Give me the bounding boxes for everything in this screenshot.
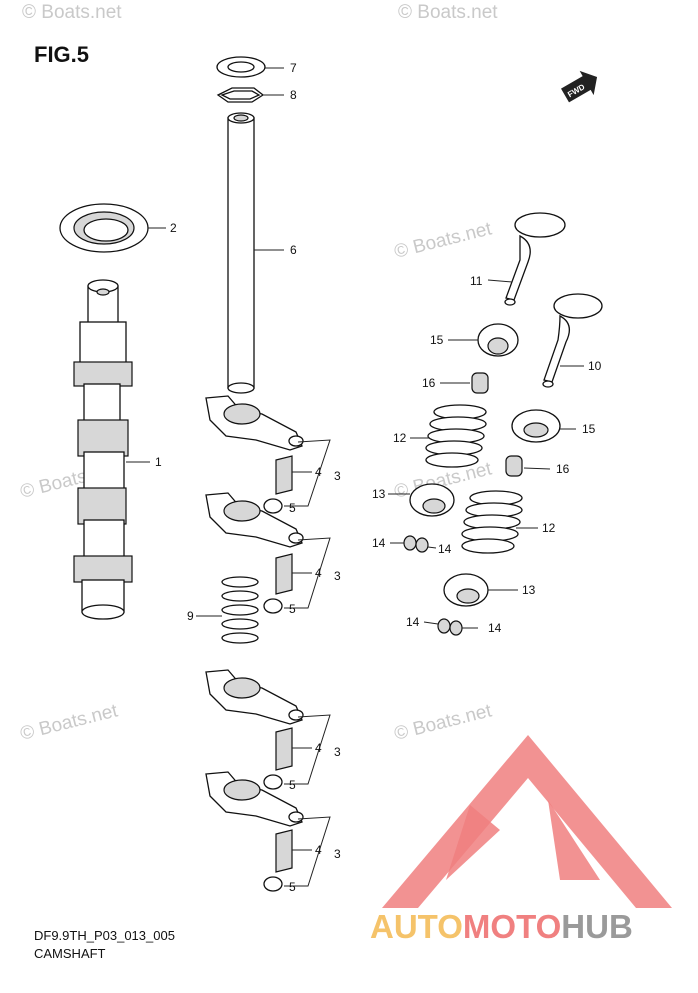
part-13-spring-seat (409, 483, 455, 517)
rocker-arm-assembly-4 (205, 771, 304, 892)
callout-11: 11 (470, 274, 483, 288)
logo-triangle-outer (382, 735, 672, 908)
logo-text-auto: AUTO (370, 908, 463, 945)
callout-9: 9 (187, 609, 194, 623)
part-6-rocker-shaft (227, 112, 255, 394)
callout-6: 6 (290, 243, 297, 257)
callout-3: 3 (334, 569, 341, 583)
part-15-retainer (477, 323, 519, 357)
rocker-arm-assembly-3 (205, 669, 304, 790)
part-13-spring-seat (443, 573, 489, 607)
callout-12: 12 (393, 431, 407, 445)
drawing-code: DF9.9TH_P03_013_005 (34, 928, 175, 943)
figure-title: FIG.5 (34, 42, 90, 67)
leader-lines (126, 67, 584, 887)
callout-12: 12 (542, 521, 556, 535)
part-2-oil-seal (59, 203, 149, 253)
callout-4: 4 (315, 843, 322, 857)
part-10-valve (542, 293, 603, 388)
callout-5: 5 (289, 602, 296, 616)
part-9-spring (221, 576, 259, 644)
part-16-valve-stem-seal (471, 372, 489, 394)
figure-caption: CAMSHAFT (34, 946, 106, 961)
part-15-retainer (511, 409, 561, 443)
part-14-cotter-pair (403, 535, 429, 553)
part-8-o-ring (216, 87, 265, 103)
logo-text-hub: HUB (561, 908, 633, 945)
fwd-direction-badge: FWD (561, 70, 598, 103)
part-14-cotter-pair (437, 618, 463, 636)
callout-16: 16 (422, 376, 436, 390)
callout-13: 13 (372, 487, 386, 501)
watermark-text: © Boats.net (392, 700, 494, 745)
watermark-text: © Boats.net (398, 2, 498, 23)
callout-2: 2 (170, 221, 177, 235)
watermark-text: © Boats.net (392, 218, 494, 263)
callout-13: 13 (522, 583, 536, 597)
part-12-valve-spring (425, 404, 487, 468)
callout-15: 15 (582, 422, 596, 436)
callout-4: 4 (315, 741, 322, 755)
svg-text:AUTOMOTOHUB: AUTOMOTOHUB (370, 908, 633, 945)
rocker-arm-assembly-1 (205, 395, 304, 514)
watermark-text: © Boats.net (22, 2, 122, 23)
callout-3: 3 (334, 847, 341, 861)
logo-text-moto: MOTO (463, 908, 561, 945)
callout-7: 7 (290, 61, 297, 75)
part-16-valve-stem-seal (505, 455, 523, 477)
logo-triangle-inner (446, 805, 500, 880)
callout-labels: 7 8 6 2 1 9 3 4 5 3 4 5 3 4 5 3 4 5 11 1… (155, 61, 602, 894)
callout-4: 4 (315, 465, 322, 479)
callout-4: 4 (315, 566, 322, 580)
callout-3: 3 (334, 745, 341, 759)
callout-5: 5 (289, 880, 296, 894)
callout-10: 10 (588, 359, 602, 373)
callout-14: 14 (488, 621, 502, 635)
callout-5: 5 (289, 778, 296, 792)
automotohub-logo: AUTOMOTOHUB (370, 735, 672, 945)
callout-8: 8 (290, 88, 297, 102)
part-11-valve (504, 212, 566, 306)
part-7-washer (216, 56, 266, 78)
callout-15: 15 (430, 333, 444, 347)
rocker-arm-assembly-2 (205, 492, 304, 614)
callout-14: 14 (438, 542, 452, 556)
callout-3: 3 (334, 469, 341, 483)
fwd-arrow-icon (561, 70, 598, 103)
callout-16: 16 (556, 462, 570, 476)
callout-1: 1 (155, 455, 162, 469)
callout-14: 14 (406, 615, 420, 629)
logo-triangle-inner (548, 800, 600, 880)
callout-14: 14 (372, 536, 386, 550)
watermark-text: © Boats.net (18, 700, 120, 745)
part-12-valve-spring (461, 490, 523, 554)
part-1-camshaft (73, 279, 133, 620)
callout-5: 5 (289, 501, 296, 515)
